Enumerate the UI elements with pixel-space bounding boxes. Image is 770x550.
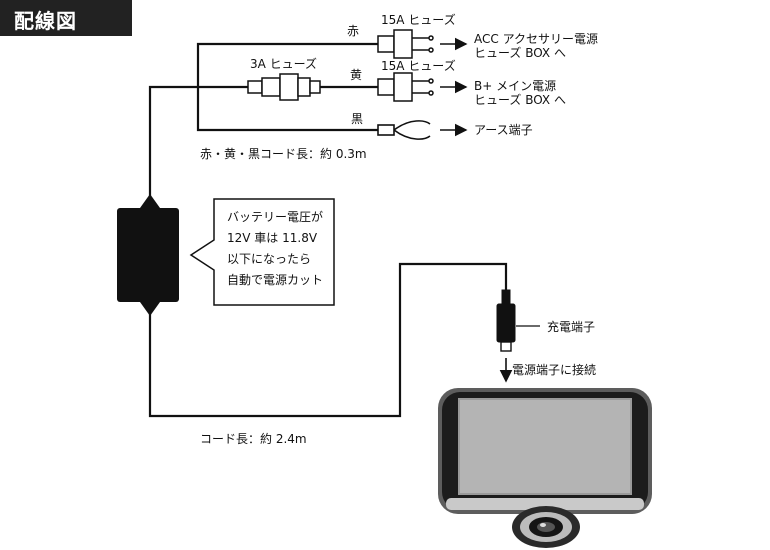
fuse-inline-3a xyxy=(247,73,321,101)
page-title: 配線図 xyxy=(14,9,77,33)
charging-plug xyxy=(496,289,516,352)
bplus-line-1: B+ メイン電源 xyxy=(474,79,557,93)
callout-text: バッテリー電圧が 12V 車は 11.8V 以下になったら 自動で電源カット xyxy=(227,207,323,291)
callout-line-2: 12V 車は 11.8V xyxy=(227,231,318,245)
bplus-destination: B+ メイン電源 ヒューズ BOX へ xyxy=(474,79,566,107)
arrows xyxy=(440,37,513,383)
acc-line-1: ACC アクセサリー電源 xyxy=(474,32,598,46)
callout-bubble xyxy=(189,198,335,306)
fuse-red-label: 15A ヒューズ xyxy=(381,13,456,27)
wire-to-camera xyxy=(148,262,508,418)
connect-terminal-label: 電源端子に接続 xyxy=(512,363,597,377)
title-banner xyxy=(0,0,132,36)
camera-lens xyxy=(512,506,580,548)
short-cord-length: 赤・黄・黒コード長：約 0.3m xyxy=(200,147,367,161)
ground-destination: アース端子 xyxy=(474,123,533,137)
wire-red-label: 赤 xyxy=(347,24,360,38)
long-cord-length: コード長：約 2.4m xyxy=(200,432,307,446)
fuse-holder-yellow xyxy=(377,72,434,102)
bplus-line-2: ヒューズ BOX へ xyxy=(474,93,566,107)
wire-yellow-label: 黄 xyxy=(350,68,363,82)
callout-line-1: バッテリー電圧が xyxy=(227,210,324,224)
camera-monitor xyxy=(438,388,652,514)
acc-destination: ACC アクセサリー電源 ヒューズ BOX へ xyxy=(474,32,598,60)
wire-yellow xyxy=(148,85,248,212)
acc-line-2: ヒューズ BOX へ xyxy=(474,46,566,60)
callout-line-4: 自動で電源カット xyxy=(227,273,324,287)
wire-black-label: 黒 xyxy=(351,112,364,126)
fuse-holder-red xyxy=(377,29,434,59)
charge-terminal-label: 充電端子 xyxy=(547,320,596,334)
callout-line-3: 以下になったら xyxy=(227,252,312,266)
fuse-3a-label: 3A ヒューズ xyxy=(250,57,318,71)
voltage-converter-box xyxy=(117,194,179,316)
wires xyxy=(148,42,508,418)
ground-fork-terminal xyxy=(377,120,431,140)
fuse-yellow-label: 15A ヒューズ xyxy=(381,59,456,73)
